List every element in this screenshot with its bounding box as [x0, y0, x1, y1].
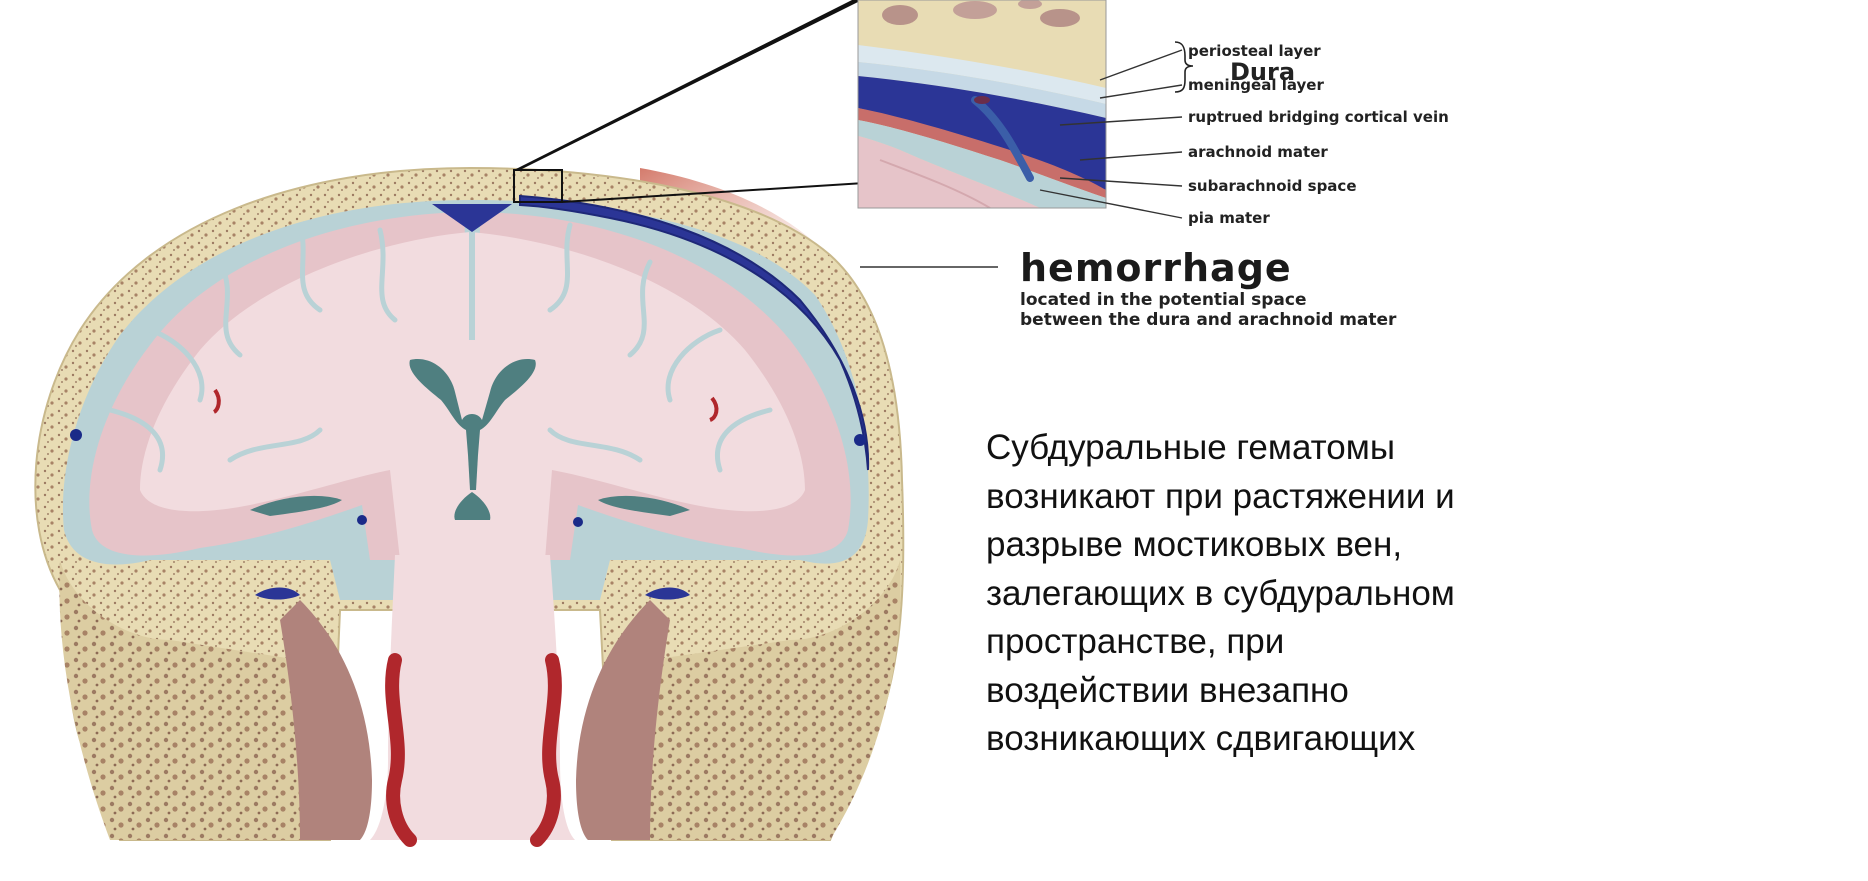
hemorrhage-title: hemorrhage	[1020, 246, 1292, 290]
right-cavernous-dot	[573, 517, 583, 527]
inset-magnified-view	[858, 0, 1106, 208]
label-bridging-vein: ruptrued bridging cortical vein	[1188, 108, 1449, 126]
description-line: возникают при растяжении и	[986, 473, 1856, 522]
description-line: воздействии внезапно	[986, 667, 1856, 716]
label-arachnoid: arachnoid mater	[1188, 143, 1328, 161]
description-line: возникающих сдвигающих	[986, 715, 1856, 764]
description-line: разрыве мостиковых вен,	[986, 521, 1856, 570]
skull-section	[35, 168, 903, 840]
hemorrhage-line-1: located in the potential space	[1020, 290, 1860, 310]
hemorrhage-line-2: between the dura and arachnoid mater	[1020, 310, 1860, 330]
label-dura: Dura	[1230, 58, 1295, 86]
label-pia: pia mater	[1188, 209, 1270, 227]
zoom-pointer-upper	[514, 0, 862, 170]
description-line: пространстве, при	[986, 618, 1856, 667]
right-vessel-dot	[854, 434, 866, 446]
label-subarachnoid: subarachnoid space	[1188, 177, 1357, 195]
description-line: Субдуральные гематомы	[986, 424, 1856, 473]
description-line: залегающих в субдуральном	[986, 570, 1856, 619]
left-vessel-dot	[70, 429, 82, 441]
russian-description: Субдуральные гематомы возникают при раст…	[986, 424, 1856, 764]
brainstem	[370, 555, 575, 840]
left-cavernous-dot	[357, 515, 367, 525]
hemorrhage-description: located in the potential space between t…	[1020, 290, 1860, 330]
